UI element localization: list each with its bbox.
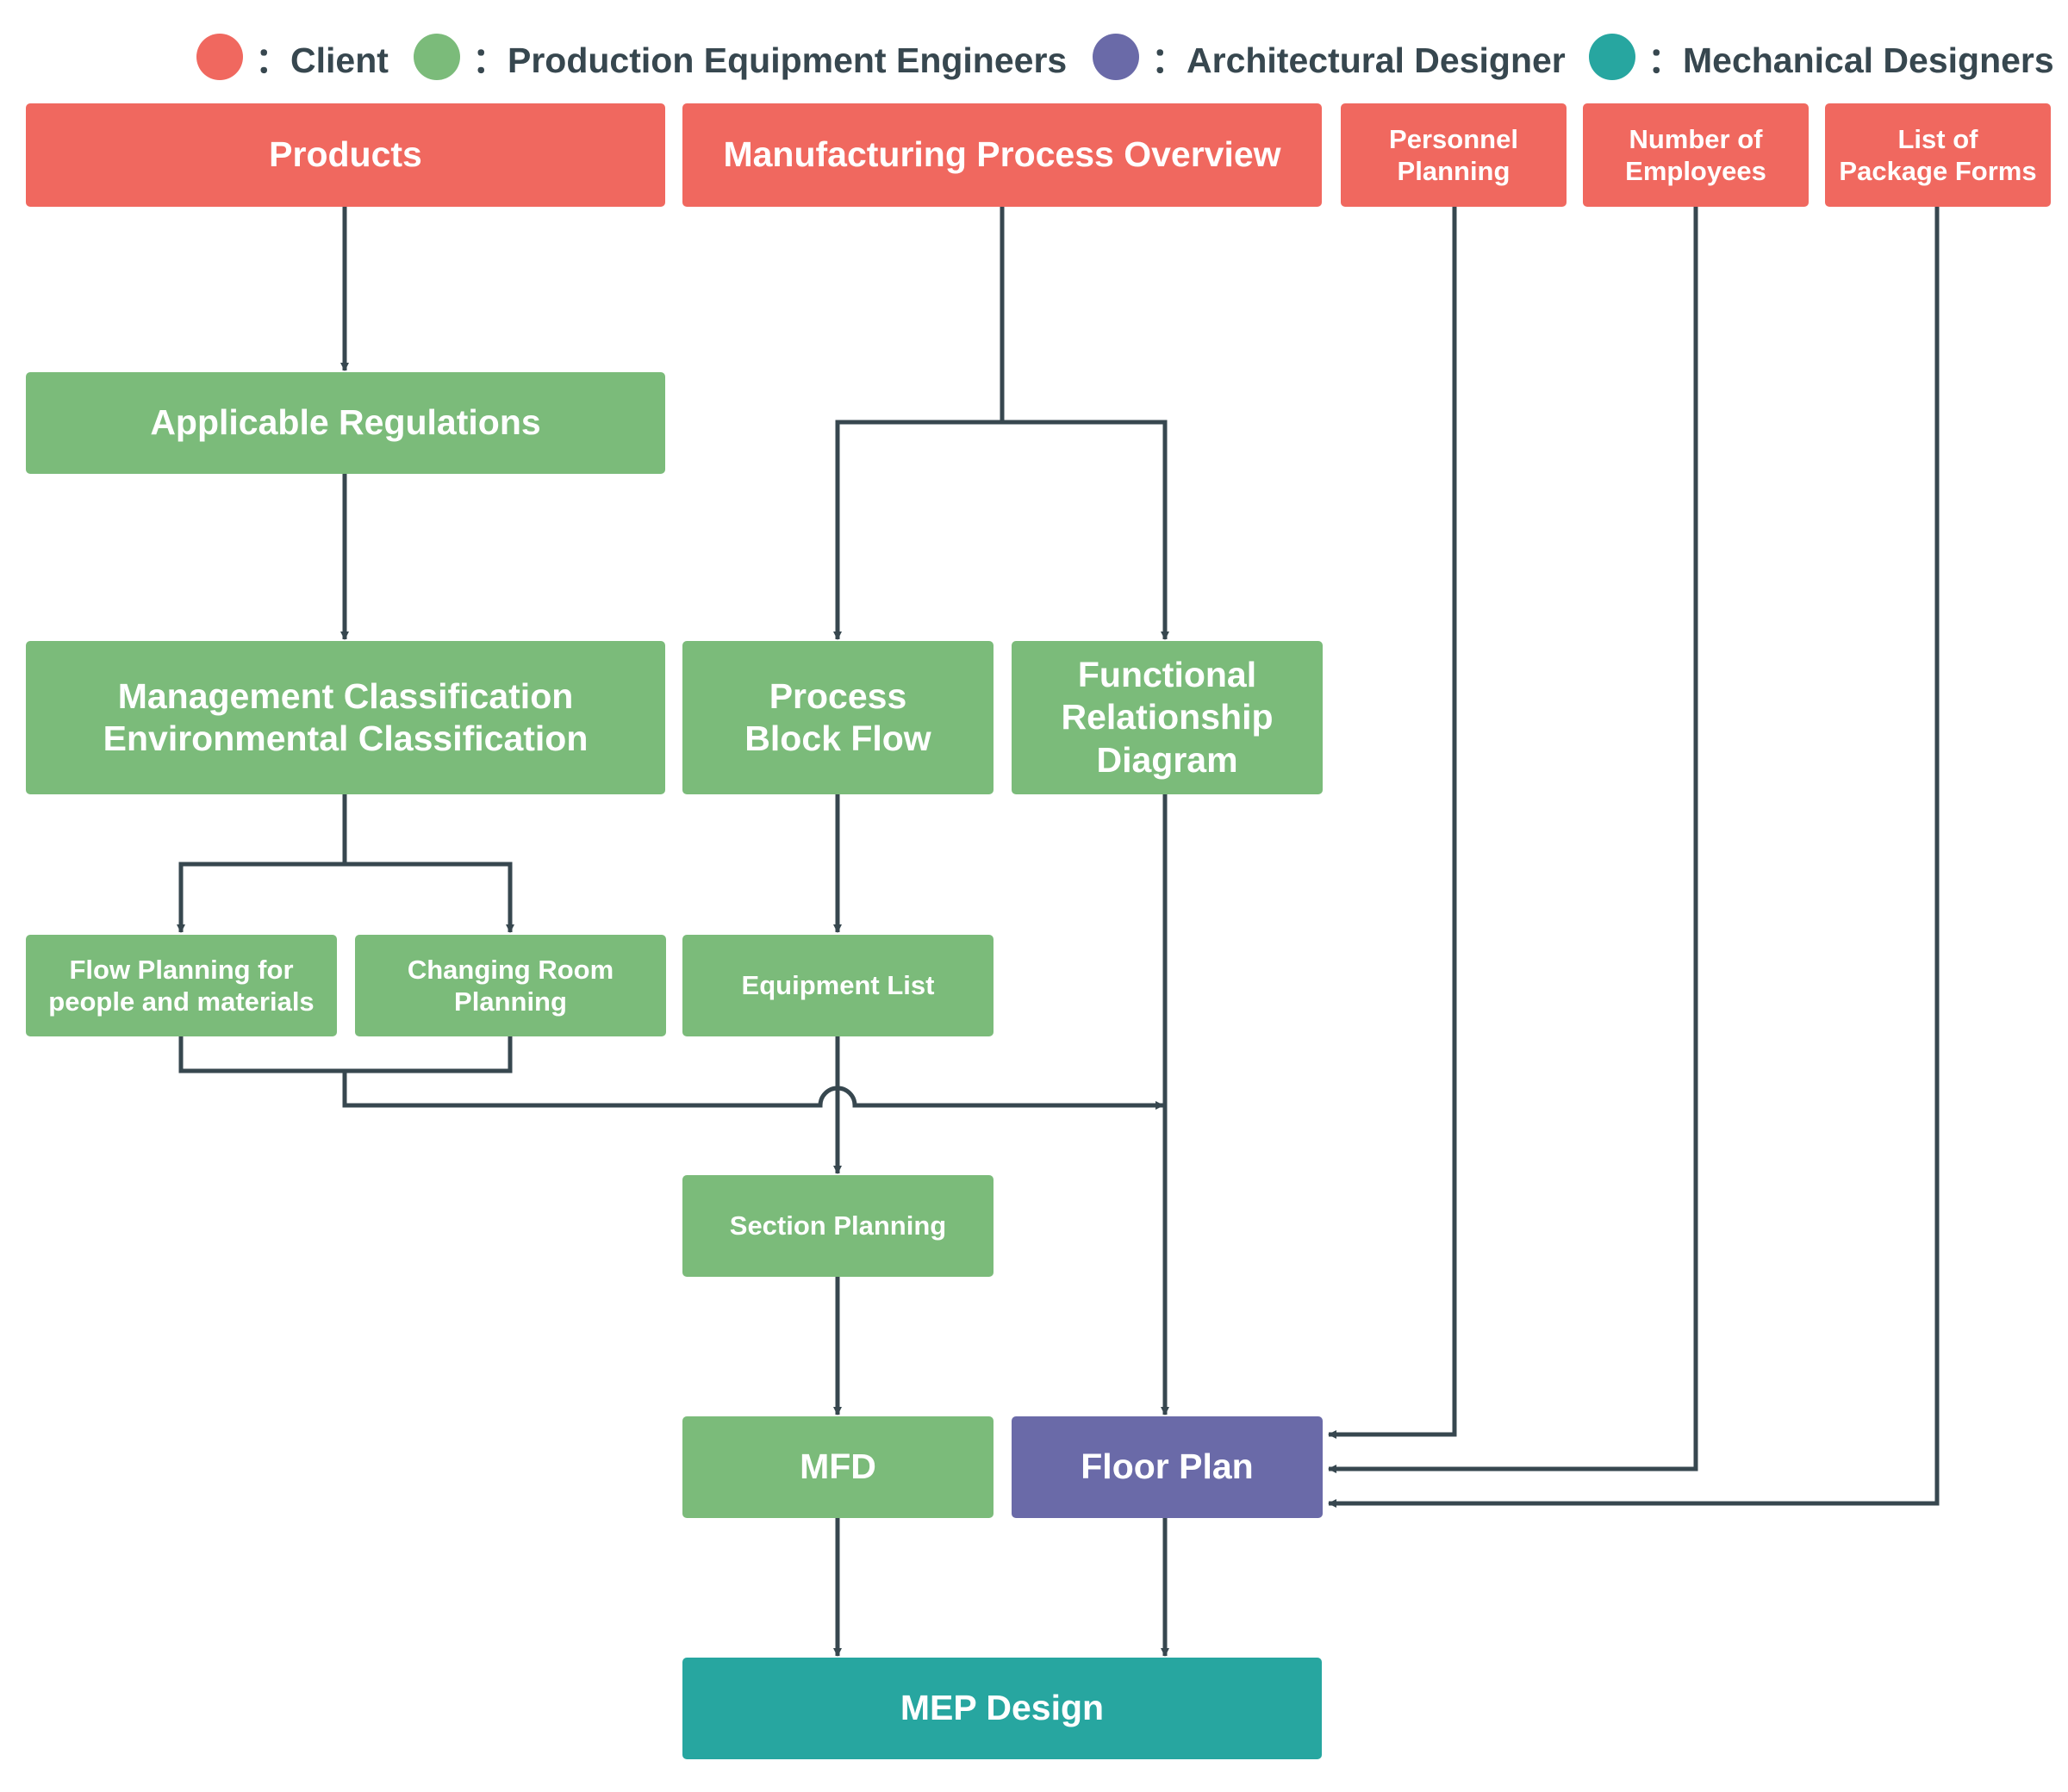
node-package-forms-label: List of Package Forms (1839, 123, 2037, 186)
node-products[interactable]: Products (26, 103, 665, 207)
edge-classification-changing (345, 862, 514, 933)
edge-overview-functional (1002, 420, 1169, 640)
legend-engineer-label: ：Production Equipment Engineers (472, 40, 1068, 80)
node-applicable-regulations[interactable]: Applicable Regulations (26, 372, 665, 474)
node-section-planning[interactable]: Section Planning (682, 1175, 994, 1277)
node-functional-relationship[interactable]: Functional Relationship Diagram (1012, 641, 1323, 794)
edge-employees-floorplan (1328, 207, 1698, 1473)
node-floor-plan-label: Floor Plan (1081, 1447, 1254, 1487)
legend-engineer: ：Production Equipment Engineers (414, 31, 1067, 83)
node-functional-relationship-label: Functional Relationship Diagram (1061, 655, 1274, 780)
edge-overview-blockflow (833, 420, 1002, 640)
node-process-overview-label: Manufacturing Process Overview (723, 134, 1281, 175)
node-personnel-planning[interactable]: Personnel Planning (1341, 103, 1567, 207)
node-personnel-planning-label: Personnel Planning (1389, 123, 1518, 186)
node-classification-label: Management Classification Environmental … (103, 675, 589, 758)
legend-architect: ：Architectural Designer (1093, 31, 1566, 83)
legend-mechanical: ：Mechanical Designers (1589, 31, 2054, 83)
node-products-label: Products (269, 134, 422, 175)
edge-package-floorplan (1328, 207, 1940, 1508)
node-floor-plan[interactable]: Floor Plan (1012, 1416, 1323, 1518)
node-process-block-flow[interactable]: Process Block Flow (682, 641, 994, 794)
legend-mechanical-swatch (1589, 34, 1635, 80)
edge-rooms-merge (178, 1036, 513, 1073)
edge-rooms-functional (342, 1071, 1164, 1110)
node-applicable-regulations-label: Applicable Regulations (150, 402, 541, 443)
node-process-overview[interactable]: Manufacturing Process Overview (682, 103, 1322, 207)
node-process-block-flow-label: Process Block Flow (744, 675, 931, 758)
node-package-forms[interactable]: List of Package Forms (1825, 103, 2051, 207)
node-classification[interactable]: Management Classification Environmental … (26, 641, 665, 794)
node-section-planning-label: Section Planning (729, 1210, 947, 1241)
legend-architect-label: ：Architectural Designer (1151, 40, 1566, 80)
node-number-of-employees[interactable]: Number of Employees (1583, 103, 1809, 207)
legend-client-label: ：Client (255, 40, 389, 80)
node-changing-room-label: Changing Room Planning (407, 954, 614, 1017)
node-mfd[interactable]: MFD (682, 1416, 994, 1518)
node-flow-planning-label: Flow Planning for people and materials (48, 954, 315, 1017)
edge-personnel-floorplan (1328, 207, 1457, 1439)
legend-engineer-swatch (414, 34, 460, 80)
node-mep-design[interactable]: MEP Design (682, 1658, 1322, 1759)
node-equipment-list[interactable]: Equipment List (682, 935, 994, 1036)
node-number-of-employees-label: Number of Employees (1625, 123, 1766, 186)
legend-mechanical-label: ：Mechanical Designers (1648, 40, 2054, 80)
node-mep-design-label: MEP Design (900, 1688, 1105, 1728)
node-changing-room[interactable]: Changing Room Planning (355, 935, 666, 1036)
legend-architect-swatch (1093, 34, 1139, 80)
node-flow-planning[interactable]: Flow Planning for people and materials (26, 935, 337, 1036)
edge-classification-flow (177, 862, 345, 933)
node-equipment-list-label: Equipment List (741, 970, 935, 1001)
legend-client-swatch (196, 34, 243, 80)
node-mfd-label: MFD (800, 1447, 876, 1487)
legend-client: ：Client (196, 31, 389, 83)
